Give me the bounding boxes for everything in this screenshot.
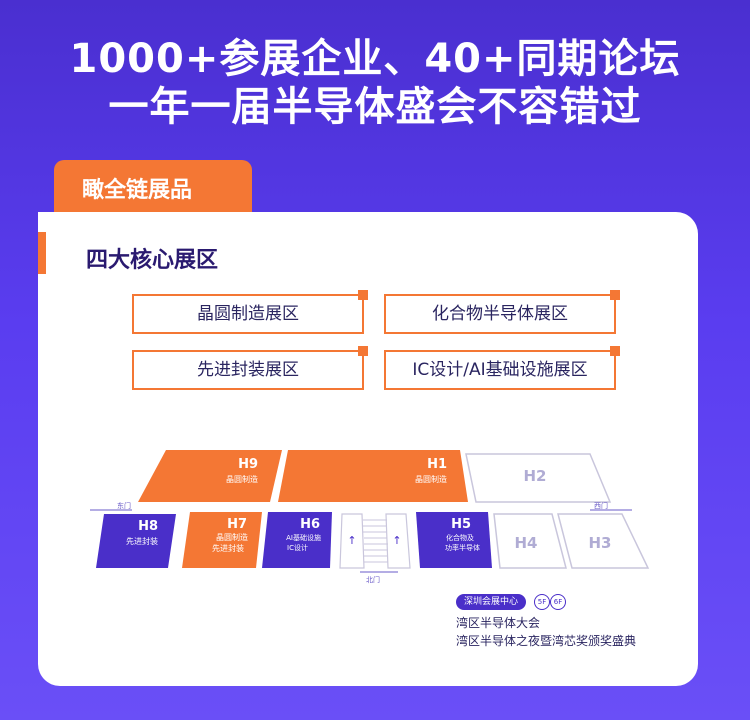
hall-h7-sub1: 晶圆制造 [216,532,248,542]
gate-east: 东门 [117,501,131,510]
hall-h7 [182,512,262,568]
section-tab: 瞰全链展品 [54,160,252,212]
hall-h5-name: H5 [451,517,471,532]
section-bar [38,232,46,274]
zone-wafer: 晶圆制造展区 [132,290,368,334]
section-title: 四大核心展区 [86,248,219,273]
hall-h6-sub2: IC设计 [287,543,308,552]
hall-h8-sub: 先进封装 [126,536,158,546]
hall-h9-name: H9 [238,457,258,472]
zone-compound-label: 化合物半导体展区 [432,304,568,324]
headline-line2: 一年一届半导体盛会不容错过 [108,84,642,130]
hall-h3-name: H3 [589,534,612,552]
section-tab-label: 瞰全链展品 [82,178,193,203]
headline-line1: 1000+参展企业、40+同期论坛 [69,36,681,82]
hall-h2 [465,453,612,503]
entrance-steps [363,519,388,563]
event-1: 湾区半导体大会 [456,616,541,630]
hall-h5-sub1: 化合物及 [446,533,474,542]
exhibition-card [38,212,698,686]
hall-h9 [138,450,282,502]
zone-ic-ai: IC设计/AI基础设施展区 [384,346,620,390]
zone-ic-ai-label: IC设计/AI基础设施展区 [412,360,588,380]
hall-h9-sub: 晶圆制造 [226,474,258,484]
zone-compound: 化合物半导体展区 [384,290,620,334]
gate-west: 西门 [594,501,608,510]
hall-h7-sub2: 先进封装 [212,543,244,553]
zone-wafer-label: 晶圆制造展区 [197,304,299,324]
zone-corner [358,290,368,300]
arrow-up-icon: ↑ [347,534,356,547]
hall-h2-name: H2 [524,467,547,485]
floor-badge-6f: 6F [550,594,566,610]
entrance-passage-left [339,513,365,569]
floor-badge-5f: 5F [534,594,550,610]
hall-h6-name: H6 [300,517,320,532]
hall-h8 [96,514,176,568]
zone-corner [358,346,368,356]
hall-h1 [278,450,468,502]
zone-corner [610,290,620,300]
hall-h1-sub: 晶圆制造 [415,474,447,484]
zone-packaging: 先进封装展区 [132,346,368,390]
event-2: 湾区半导体之夜暨湾芯奖颁奖盛典 [456,634,637,648]
arrow-up-icon: ↑ [392,534,401,547]
hall-h4-name: H4 [515,534,538,552]
venue-badge: 深圳会展中心 [456,594,527,610]
hall-h5-sub2: 功率半导体 [445,543,480,552]
hall-h5 [416,512,492,568]
zone-packaging-label: 先进封装展区 [197,360,299,380]
hall-h3 [557,513,650,569]
hall-h8-name: H8 [138,519,158,534]
hall-h4 [493,513,567,569]
hall-h6-sub1: AI基础设施 [286,533,321,542]
hall-h7-name: H7 [227,517,247,532]
zone-corner [610,346,620,356]
hall-h1-name: H1 [427,457,447,472]
gate-north: 北门 [366,575,380,584]
hall-h6 [262,512,332,568]
